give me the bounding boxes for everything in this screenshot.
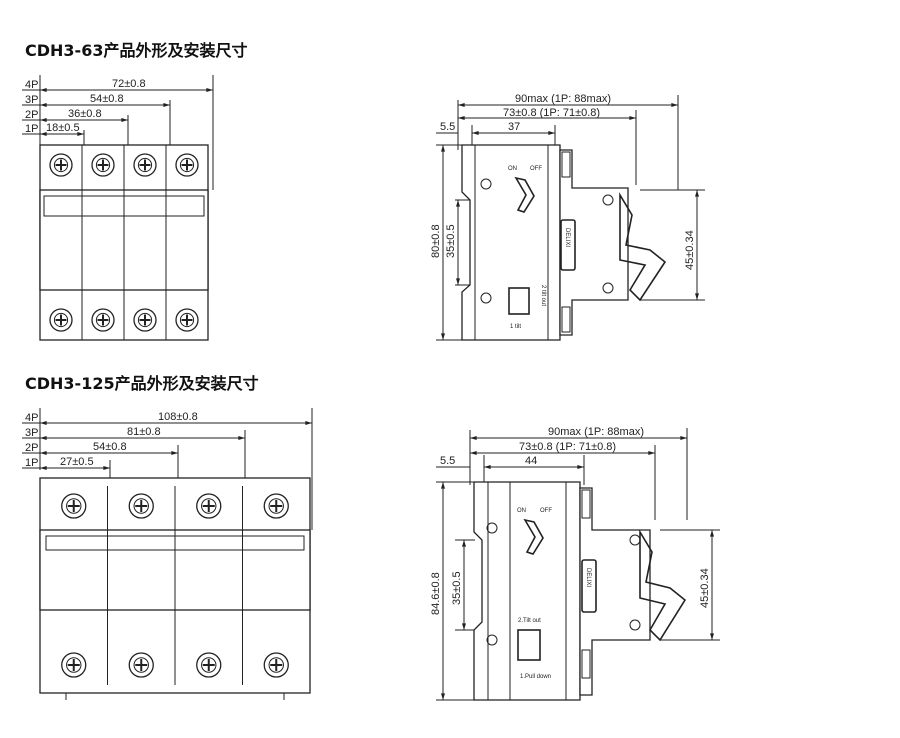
brand-logo: DELIXI [564, 228, 570, 247]
front-view-125: 4P 3P 2P 1P 108±0.8 81±0.8 54±0.8 27±0.5 [22, 408, 313, 700]
terminal-screw-icon [133, 308, 157, 332]
side-view-63: 90max (1P: 88max) 73±0.8 (1P: 71±0.8) 5.… [430, 93, 705, 341]
terminal-screw-icon [91, 153, 115, 177]
terminal-screw-icon [61, 652, 87, 678]
brand-logo: DELIXI [585, 568, 591, 587]
dimension-overall-depth: 90max (1P: 88max) [548, 426, 644, 438]
pole-label: 4P [25, 79, 38, 91]
terminal-screw-icon [49, 308, 73, 332]
side-view-125: 90max (1P: 88max) 73±0.8 (1P: 71±0.8) 5.… [430, 426, 720, 701]
dimension-2p: 54±0.8 [93, 441, 127, 453]
terminal-screw-icon [128, 652, 154, 678]
terminal-screw-icon [49, 153, 73, 177]
terminal-screw-icon [196, 652, 222, 678]
terminal-screw-icon [61, 493, 87, 519]
label-on: ON [517, 508, 526, 514]
terminal-screw-icon [263, 493, 289, 519]
terminal-screw-icon [263, 652, 289, 678]
dimension-height: 84.6±0.8 [430, 572, 442, 615]
terminal-screw-icon [91, 308, 115, 332]
pole-label: 2P [25, 442, 38, 454]
terminal-screw-icon [175, 308, 199, 332]
pole-label: 1P [25, 457, 38, 469]
dimension-front-depth: 44 [525, 455, 537, 467]
dimension-window: 45±0.34 [699, 568, 711, 608]
dimension-offset: 5.5 [440, 121, 455, 133]
dimension-overall-depth: 90max (1P: 88max) [515, 93, 611, 105]
dimension-1p: 18±0.5 [46, 122, 80, 134]
dimension-rail: 35±0.5 [451, 571, 463, 605]
dimension-2p: 36±0.8 [68, 108, 102, 120]
dimension-mount-depth: 73±0.8 (1P: 71±0.8) [519, 441, 616, 453]
dimension-height: 80±0.8 [430, 224, 442, 258]
pole-label: 3P [25, 94, 38, 106]
dimension-mount-depth: 73±0.8 (1P: 71±0.8) [503, 107, 600, 119]
dimension-4p: 72±0.8 [112, 78, 146, 90]
dimension-rail: 35±0.5 [445, 224, 457, 258]
front-view-63: 4P 3P 2P 1P 72±0.8 54±0.8 36±0.8 18±0.5 [22, 75, 214, 341]
label-step-2: 2.Tilt out [518, 618, 541, 624]
pole-label: 3P [25, 427, 38, 439]
dimension-window: 45±0.34 [684, 230, 696, 270]
dimension-4p: 108±0.8 [158, 411, 198, 423]
section-title-cdh3-63: CDH3-63产品外形及安装尺寸 [25, 41, 248, 60]
dimension-1p: 27±0.5 [60, 456, 94, 468]
label-off: OFF [530, 166, 542, 172]
label-on: ON [508, 166, 517, 172]
dimension-3p: 54±0.8 [90, 93, 124, 105]
label-step-2: 2 tilt out [540, 285, 546, 306]
label-step-1: 1.Pull down [520, 674, 551, 680]
label-step-1: 1 tilt [510, 324, 521, 330]
terminal-screw-icon [196, 493, 222, 519]
dimension-front-depth: 37 [508, 121, 520, 133]
section-title-cdh3-125: CDH3-125产品外形及安装尺寸 [25, 374, 259, 393]
terminal-screw-icon [175, 153, 199, 177]
label-off: OFF [540, 508, 552, 514]
terminal-screw-icon [128, 493, 154, 519]
pole-label: 4P [25, 412, 38, 424]
dimension-offset: 5.5 [440, 455, 455, 467]
pole-label: 1P [25, 123, 38, 135]
pole-label: 2P [25, 109, 38, 121]
dimension-3p: 81±0.8 [127, 426, 161, 438]
terminal-screw-icon [133, 153, 157, 177]
